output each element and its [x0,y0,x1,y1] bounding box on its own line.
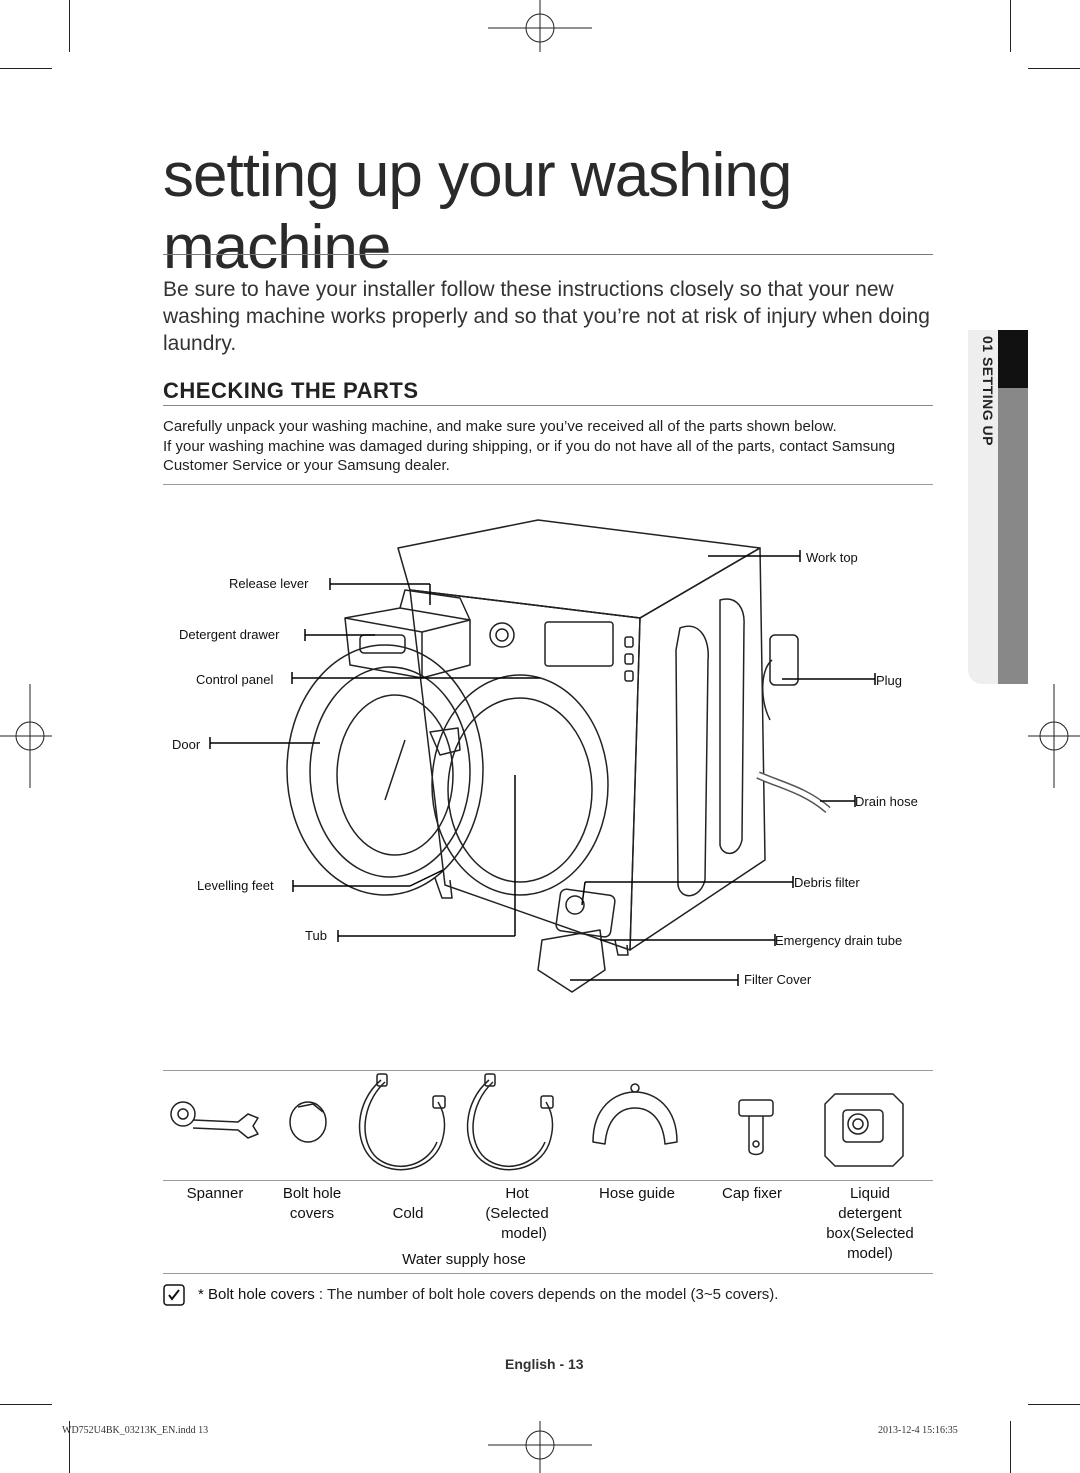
section-divider [163,405,933,406]
crop-mark-top-left-h [0,68,52,69]
part-hot-line-2: (Selected [485,1205,549,1222]
liquid-detergent-box-icon [824,1093,904,1167]
section-body-line-2: If your washing machine was damaged duri… [163,437,896,475]
note-icon [163,1284,185,1306]
label-emergency-drain-tube: Emergency drain tube [775,933,903,948]
part-liquid-line-2: detergent [838,1205,902,1222]
machine-top [397,519,761,619]
note-label: * Bolt hole covers [198,1286,315,1303]
part-cold-hose: Cold [392,1205,424,1222]
crop-mark-bottom-left-h [0,1404,52,1405]
label-control-panel: Control panel [196,672,274,687]
part-bolt-hole-covers: Bolt hole covers [272,1184,352,1224]
label-levelling-feet: Levelling feet [197,878,274,893]
label-plug: Plug [876,673,903,688]
label-release-lever: Release lever [229,576,309,591]
crop-mark-bottom-left-v [69,1421,70,1473]
label-work-top: Work top [806,550,858,565]
section-body: Carefully unpack your washing machine, a… [163,417,933,476]
washing-machine-diagram [209,519,876,993]
cold-hose-icon [358,1073,446,1171]
part-spanner: Spanner [186,1185,244,1202]
registration-mark-left [0,684,52,788]
part-liquid-detergent-box: Liquid detergent box(Selected model) [812,1184,928,1264]
machine-front-panel [409,589,641,951]
crop-mark-bottom-right-v [1010,1421,1011,1473]
door-shape [286,644,484,896]
spanner-icon [170,1101,259,1139]
part-cap-fixer: Cap fixer [721,1185,783,1202]
label-door: Door [172,737,201,752]
section-heading: CHECKING THE PARTS [163,378,419,403]
machine-side-panel [629,547,766,951]
parts-table-top-rule [163,1070,933,1071]
part-hot-line-1: Hot [505,1185,529,1202]
label-debris-filter: Debris filter [794,875,860,890]
label-detergent-drawer: Detergent drawer [179,627,280,642]
label-filter-cover: Filter Cover [744,972,812,987]
part-bolt-hole-line-2: covers [289,1205,335,1222]
parts-illustrations [170,1073,904,1171]
filter-cover-shape [537,929,606,993]
footer-timestamp: 2013-12-4 15:16:35 [878,1425,958,1436]
side-tab-marker [998,330,1028,388]
part-hose-guide: Hose guide [599,1185,675,1202]
registration-mark-bottom [488,1421,592,1473]
parts-table-bottom-rule [163,1273,933,1274]
crop-mark-bottom-right-h [1028,1404,1080,1405]
part-bolt-hole-line-1: Bolt hole [282,1185,342,1202]
page-number: English - 13 [505,1356,584,1372]
note-text: * Bolt hole covers : The number of bolt … [198,1286,778,1303]
crop-mark-top-right-v [1010,0,1011,52]
section-body-line-1: Carefully unpack your washing machine, a… [163,418,837,435]
crop-mark-top-right-h [1028,68,1080,69]
cap-fixer-icon [738,1099,774,1156]
registration-mark-right [1028,684,1080,788]
detergent-drawer-shape [344,607,471,633]
part-liquid-line-4: model) [847,1245,893,1262]
side-tab-label: 01 SETTING UP [980,336,996,446]
part-liquid-line-1: Liquid [849,1185,891,1202]
part-water-supply-hose: Water supply hose [402,1251,526,1268]
part-liquid-line-3: box(Selected [826,1225,914,1242]
label-drain-hose: Drain hose [855,794,918,809]
footer-file-name: WD752U4BK_03213K_EN.indd 13 [62,1425,209,1436]
page-title: setting up your washing machine [163,141,792,282]
part-hot-line-3: model) [501,1225,547,1242]
intro-paragraph: Be sure to have your installer follow th… [163,278,930,355]
tub-opening [431,674,609,896]
side-tab-bar [998,388,1028,684]
label-tub: Tub [305,928,327,943]
hose-guide-icon [592,1083,678,1145]
parts-table-mid-rule [163,1180,933,1181]
hot-hose-icon [466,1073,554,1171]
crop-mark-top-left-v [69,0,70,52]
side-tab-background [968,330,998,684]
bolt-hole-cover-icon [289,1101,327,1143]
note-body: : The number of bolt hole covers depends… [314,1286,779,1303]
body-divider [163,484,933,485]
registration-mark-top [488,0,592,52]
title-divider [163,254,933,255]
part-hot-hose: Hot (Selected model) [470,1184,564,1244]
chapter-side-tab: 01 SETTING UP [968,330,1028,684]
